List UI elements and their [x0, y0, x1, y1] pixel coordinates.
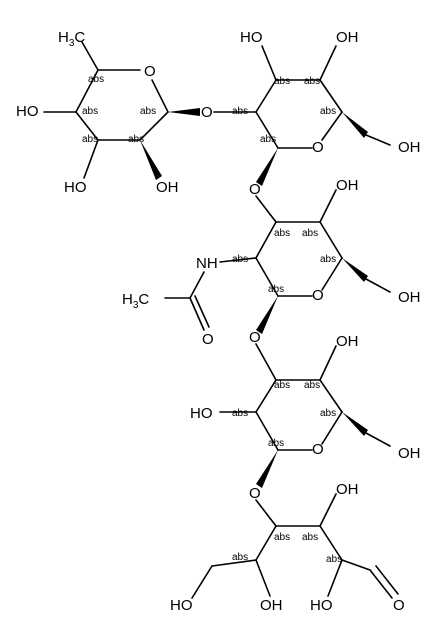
- ring-1: [43, 41, 200, 180]
- svg-text:abs: abs: [260, 134, 276, 145]
- hydroxyl-12: OH: [336, 481, 359, 498]
- svg-text:abs: abs: [232, 408, 248, 419]
- svg-text:abs: abs: [88, 74, 104, 85]
- svg-text:abs: abs: [232, 552, 248, 563]
- svg-text:abs: abs: [82, 106, 98, 117]
- ring-3: [164, 189, 391, 334]
- abs-labels: abs abs abs abs abs abs abs abs abs abs …: [82, 74, 342, 565]
- svg-text:abs: abs: [140, 106, 156, 117]
- carbonyl-oxygen: O: [202, 331, 214, 348]
- hydroxyl-6: OH: [398, 139, 421, 156]
- svg-text:H3C: H3C: [58, 29, 85, 49]
- hydroxyl-13: HO: [170, 597, 193, 614]
- svg-text:abs: abs: [302, 532, 318, 543]
- svg-text:abs: abs: [232, 254, 248, 265]
- hydroxyl-10: HO: [190, 405, 213, 422]
- svg-text:abs: abs: [304, 76, 320, 87]
- hydroxyl-1: HO: [16, 103, 39, 120]
- hydroxyl-14: OH: [260, 597, 283, 614]
- ring-oxygen-4: O: [312, 441, 324, 458]
- svg-text:abs: abs: [274, 76, 290, 87]
- svg-text:abs: abs: [82, 134, 98, 145]
- svg-text:abs: abs: [274, 228, 290, 239]
- ring-oxygen-3: O: [312, 287, 324, 304]
- svg-text:abs: abs: [128, 134, 144, 145]
- open-chain: [191, 493, 399, 599]
- svg-text:abs: abs: [320, 106, 336, 117]
- hydroxyl-3: OH: [156, 179, 179, 196]
- svg-text:abs: abs: [320, 408, 336, 419]
- svg-text:abs: abs: [304, 380, 320, 391]
- hydroxyl-4: HO: [240, 29, 263, 46]
- svg-text:H3C: H3C: [122, 291, 149, 311]
- hydroxyl-7: OH: [336, 177, 359, 194]
- svg-text:abs: abs: [268, 438, 284, 449]
- svg-text:abs: abs: [320, 254, 336, 265]
- ring-2: [213, 45, 391, 186]
- glycosidic-oxygen-2: O: [249, 181, 261, 198]
- hydroxyl-5: OH: [336, 29, 359, 46]
- aldehyde-oxygen: O: [393, 597, 405, 614]
- svg-text:abs: abs: [274, 380, 290, 391]
- hydroxyl-8: OH: [398, 289, 421, 306]
- glycosidic-oxygen-1: O: [201, 104, 213, 121]
- glycosidic-oxygen-3: O: [249, 329, 261, 346]
- svg-text:abs: abs: [326, 554, 342, 565]
- hydroxyl-9: OH: [336, 333, 359, 350]
- ring-oxygen-1: O: [144, 63, 156, 80]
- amide-nh: NH: [196, 255, 218, 272]
- atom-labels: H3C O HO HO OH O HO OH O OH O OH NH H3C …: [16, 29, 421, 614]
- ring-4: [219, 343, 391, 488]
- svg-text:abs: abs: [274, 532, 290, 543]
- ring-oxygen-2: O: [312, 139, 324, 156]
- svg-text:abs: abs: [268, 284, 284, 295]
- svg-text:abs: abs: [302, 228, 318, 239]
- hydroxyl-11: OH: [398, 445, 421, 462]
- hydroxyl-2: HO: [64, 179, 87, 196]
- hydroxyl-15: HO: [310, 597, 333, 614]
- svg-text:abs: abs: [232, 106, 248, 117]
- glycosidic-oxygen-4: O: [249, 485, 261, 502]
